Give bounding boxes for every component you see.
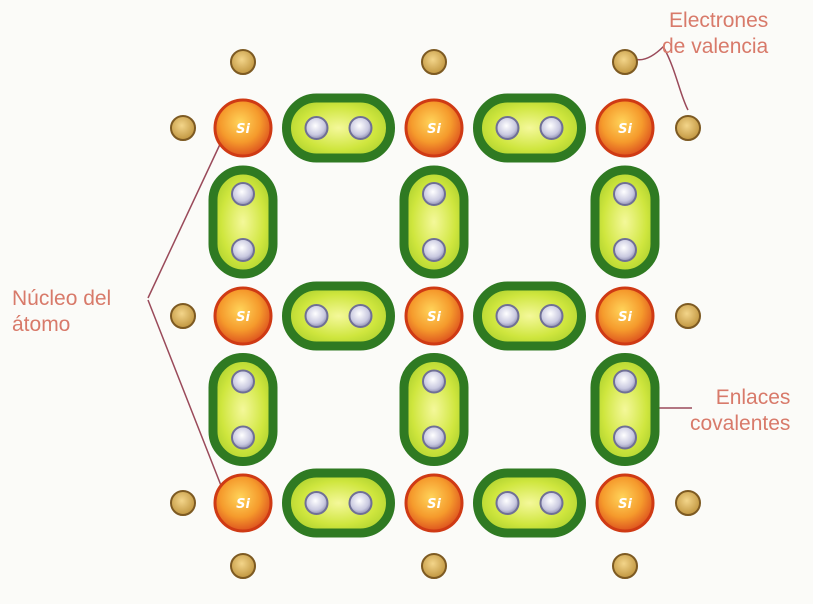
bond-electron [348, 116, 373, 140]
covalent-bond-horizontal [473, 281, 586, 351]
atom-symbol-label: Si [618, 497, 632, 512]
valence-electron [675, 303, 701, 329]
bond-electron [495, 491, 520, 515]
nucleus-label-line2: átomo [12, 313, 71, 336]
bond-electron [613, 369, 637, 394]
bond-electron [304, 116, 329, 140]
bond-electron [348, 304, 373, 328]
valence-label-line2: de valencia [662, 35, 769, 58]
atom-nucleus-label: Núcleo del átomo [12, 286, 111, 338]
pointer-line-nucleus-top [147, 139, 223, 299]
atom-symbol-label: Si [236, 310, 250, 325]
covalent-bond-vertical [399, 165, 469, 279]
bond-electron [495, 304, 520, 328]
silicon-atom [213, 286, 273, 346]
atom-symbol-label: Si [427, 122, 441, 137]
covalent-bond-horizontal [282, 93, 395, 163]
covalent-label-line1: Enlaces [715, 386, 791, 409]
bond-electron [348, 491, 373, 515]
covalent-bond-horizontal [473, 93, 586, 163]
covalent-bond-vertical [208, 165, 278, 279]
valence-electron [612, 553, 638, 579]
valence-electron [170, 115, 196, 141]
bond-electron [304, 491, 329, 515]
covalent-bond-vertical [590, 165, 660, 279]
pointer-line-valence-2 [663, 47, 689, 111]
silicon-atom [404, 473, 464, 533]
silicon-atom [404, 286, 464, 346]
bond-electron [231, 182, 255, 206]
valence-electron [170, 490, 196, 516]
covalent-bond-horizontal [473, 468, 586, 538]
valence-electron [675, 490, 701, 516]
bond-electron [231, 425, 255, 450]
bond-electron [539, 304, 564, 328]
atom-symbol-label: Si [236, 497, 250, 512]
valence-electron [230, 553, 256, 579]
silicon-atom [213, 98, 273, 158]
valence-electron [421, 553, 447, 579]
bond-electron [231, 369, 255, 394]
atom-symbol-label: Si [236, 122, 250, 137]
bond-electron [422, 425, 446, 450]
covalent-label-line2: covalentes [690, 412, 791, 435]
valence-electron [230, 49, 256, 75]
valence-label-line1: Electrones [669, 9, 769, 32]
pointer-line-nucleus-bottom [147, 299, 223, 489]
bond-electron [422, 182, 446, 206]
covalent-bonds [208, 93, 660, 538]
silicon-atom [595, 286, 655, 346]
bond-electron [539, 116, 564, 140]
valence-electrons-label: Electrones de valencia [662, 8, 768, 60]
bond-electron [613, 182, 637, 206]
valence-electron [675, 115, 701, 141]
bond-electron [422, 238, 446, 262]
bond-electron [495, 116, 520, 140]
covalent-bond-vertical [590, 353, 660, 466]
silicon-atom [213, 473, 273, 533]
atom-symbol-label: Si [618, 122, 632, 137]
atom-symbol-label: Si [427, 497, 441, 512]
silicon-atom [595, 98, 655, 158]
bond-electron [613, 238, 637, 262]
covalent-bond-vertical [208, 353, 278, 466]
atom-symbol-label: Si [427, 310, 441, 325]
bond-electron [231, 238, 255, 262]
valence-electron [170, 303, 196, 329]
covalent-bond-horizontal [282, 468, 395, 538]
valence-electrons [170, 49, 701, 579]
atom-symbol-label: Si [618, 310, 632, 325]
bond-electron [613, 425, 637, 450]
valence-electron [612, 49, 638, 75]
nucleus-label-line1: Núcleo del [12, 287, 112, 310]
valence-electron [421, 49, 447, 75]
bond-electron [304, 304, 329, 328]
covalent-bonds-label: Enlaces covalentes [690, 385, 790, 437]
silicon-atom [595, 473, 655, 533]
bond-electron [422, 369, 446, 394]
bond-electron [539, 491, 564, 515]
silicon-atom [404, 98, 464, 158]
covalent-bond-horizontal [282, 281, 395, 351]
covalent-bond-vertical [399, 353, 469, 466]
